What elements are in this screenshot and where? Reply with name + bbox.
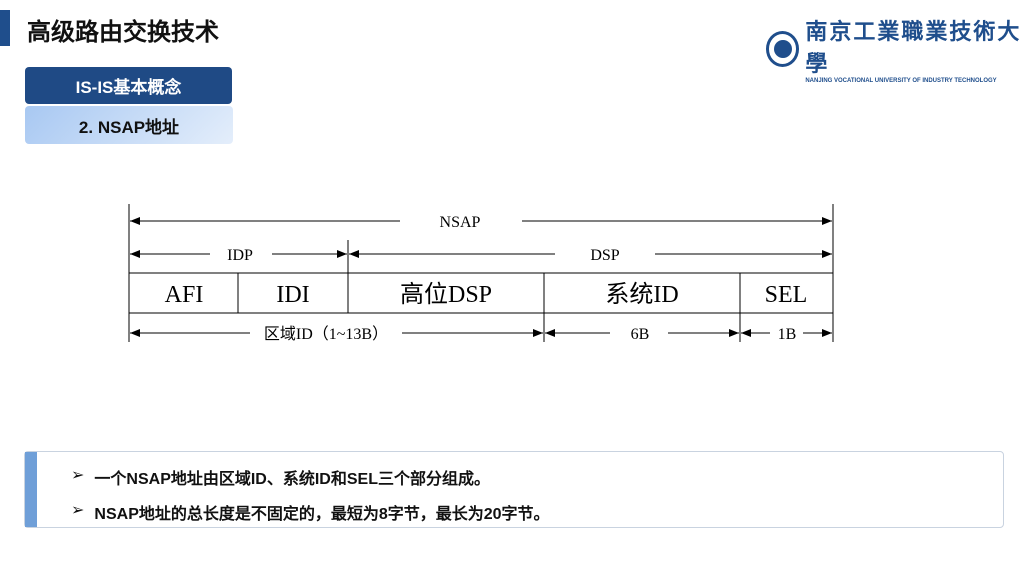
logo-text-en: NANJING VOCATIONAL UNIVERSITY OF INDUSTR… xyxy=(805,78,997,84)
arrow-right-icon: ➢ xyxy=(71,467,85,484)
bullet-item: ➢一个NSAP地址由区域ID、系统ID和SEL三个部分组成。 xyxy=(71,467,490,488)
field-sel: SEL xyxy=(765,282,808,308)
arrow-right-icon: ➢ xyxy=(71,502,85,519)
seal-icon xyxy=(766,31,800,67)
summary-accent-bar xyxy=(25,452,37,527)
field-idi: IDI xyxy=(276,282,309,308)
university-logo: 南京工業職業技術大學 NANJING VOCATIONAL UNIVERSITY… xyxy=(766,14,1024,84)
dsp-label: DSP xyxy=(590,247,619,264)
field-system-id: 系统ID xyxy=(605,281,678,308)
page-title: 高级路由交换技术 xyxy=(27,19,219,46)
field-afi: AFI xyxy=(165,282,204,308)
nsap-label: NSAP xyxy=(440,214,481,231)
subsection-label: 2. NSAP地址 xyxy=(25,106,233,144)
idp-label: IDP xyxy=(227,247,253,264)
dimension-arrows xyxy=(130,217,832,337)
field-ho-dsp: 高位DSP xyxy=(400,281,492,308)
bullet-item: ➢NSAP地址的总长度是不固定的，最短为8字节，最长为20字节。 xyxy=(71,502,550,523)
system-id-length: 6B xyxy=(631,326,650,343)
area-id-length: 区域ID（1~13B） xyxy=(264,325,388,343)
logo-text-cn: 南京工業職業技術大學 xyxy=(805,19,1022,77)
summary-box: ➢一个NSAP地址由区域ID、系统ID和SEL三个部分组成。 ➢NSAP地址的总… xyxy=(24,451,1004,528)
sel-length: 1B xyxy=(778,326,797,343)
section-label: IS-IS基本概念 xyxy=(25,67,232,104)
title-accent-bar xyxy=(0,10,10,46)
